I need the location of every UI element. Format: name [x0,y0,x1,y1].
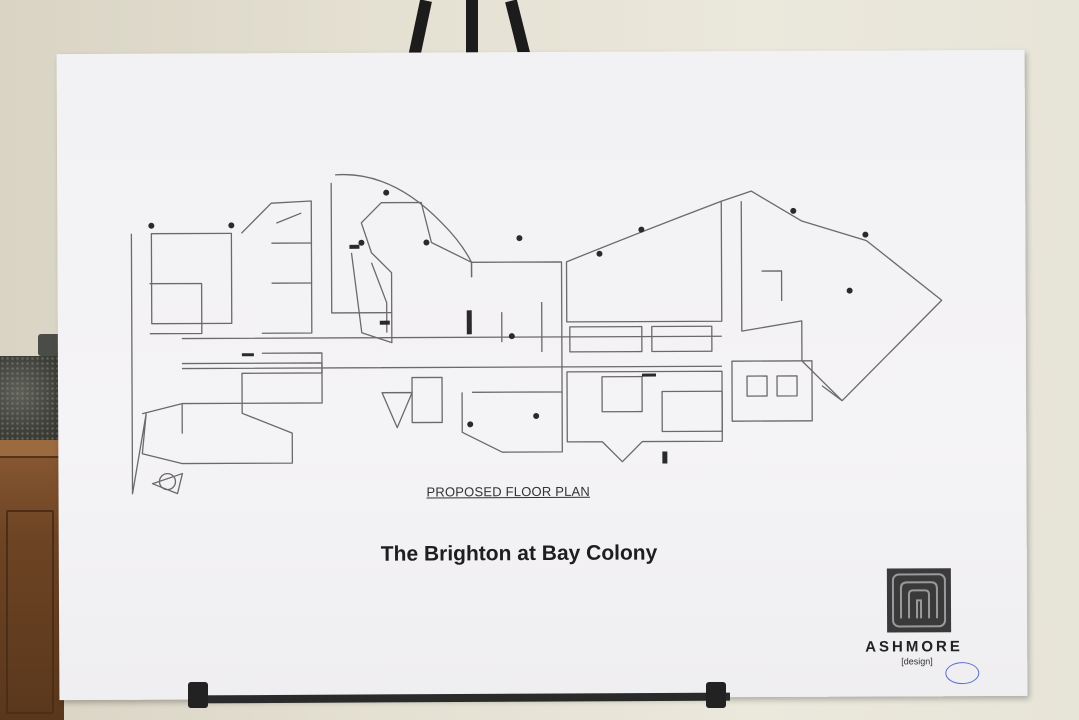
floor-plan-drawing [130,173,943,495]
easel-left-clip [188,682,208,708]
project-title: The Brighton at Bay Colony [380,541,658,566]
ashmore-logo-icon [886,568,952,633]
plan-caption: PROPOSED FLOOR PLAN [426,483,590,500]
easel-right-leg [505,0,531,59]
logo-wordmark: ASHMORE [865,638,963,656]
easel-center-leg [466,0,478,58]
granite-countertop [0,356,64,448]
presentation-board: PROPOSED FLOOR PLAN The Brighton at Bay … [56,49,1028,701]
easel-left-leg [408,0,432,59]
easel-right-clip [706,682,726,708]
circle-sticker [945,662,980,685]
object-on-cabinet [38,334,62,356]
cabinet-edge [0,440,64,458]
logo-subtext: [design] [901,656,933,667]
cabinet-door-panel [6,510,54,714]
easel-ledge [189,692,731,704]
